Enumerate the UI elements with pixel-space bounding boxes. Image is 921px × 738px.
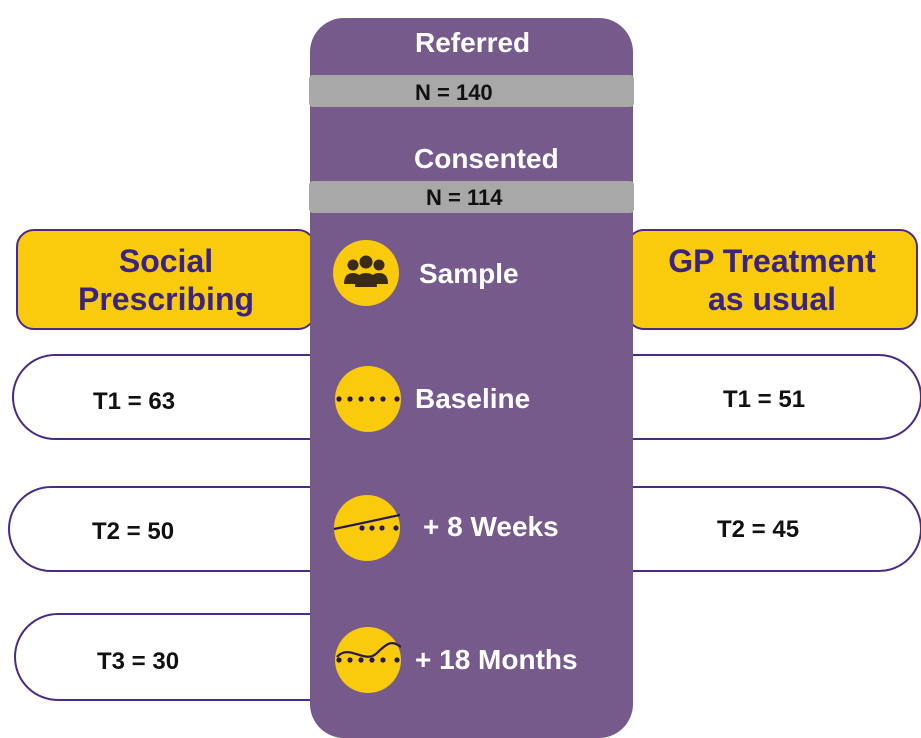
group-people-icon: [333, 240, 399, 306]
social-prescribing-title-line1: Social: [118, 242, 214, 279]
stage-18-months-label: + 18 Months: [415, 644, 578, 675]
social-prescribing-t1: T1 = 63: [93, 388, 176, 415]
consented-count-bar: [309, 181, 634, 213]
gp-treatment-title-line1: GP Treatment: [668, 242, 876, 279]
gp-treatment-header: GP Treatment as usual: [626, 229, 918, 330]
stage-baseline-label: Baseline: [415, 383, 531, 414]
gp-treatment-title-line2: as usual: [707, 280, 837, 317]
slope-line-icon: [334, 495, 400, 561]
consented-title: Consented: [414, 143, 559, 174]
referred-count: N = 140: [415, 80, 493, 105]
consented-count: N = 114: [426, 185, 503, 210]
curve-line-icon: [335, 627, 401, 693]
stage-sample-label: Sample: [419, 258, 519, 289]
social-prescribing-t2: T2 = 50: [92, 518, 175, 545]
referred-title: Referred: [415, 27, 531, 58]
social-prescribing-title-line2: Prescribing: [77, 280, 255, 317]
stage-8-weeks-label: + 8 Weeks: [423, 511, 559, 542]
dotted-line-icon: [335, 366, 401, 432]
gp-treatment-t2: T2 = 45: [717, 516, 800, 543]
referred-count-bar: [309, 75, 634, 107]
social-prescribing-header: Social Prescribing: [16, 229, 316, 330]
gp-treatment-t1: T1 = 51: [723, 386, 806, 413]
social-prescribing-t3: T3 = 30: [97, 648, 180, 675]
